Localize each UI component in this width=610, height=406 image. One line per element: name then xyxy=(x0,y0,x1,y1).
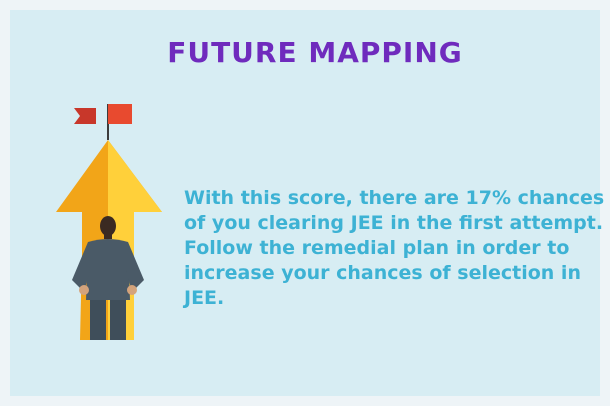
future-mapping-message: With this score, there are 17% chances o… xyxy=(184,187,605,309)
person-arrow-flag-icon xyxy=(50,94,200,350)
page-title: FUTURE MAPPING xyxy=(167,36,463,69)
flag-icon xyxy=(74,104,132,140)
person-icon xyxy=(72,216,144,340)
